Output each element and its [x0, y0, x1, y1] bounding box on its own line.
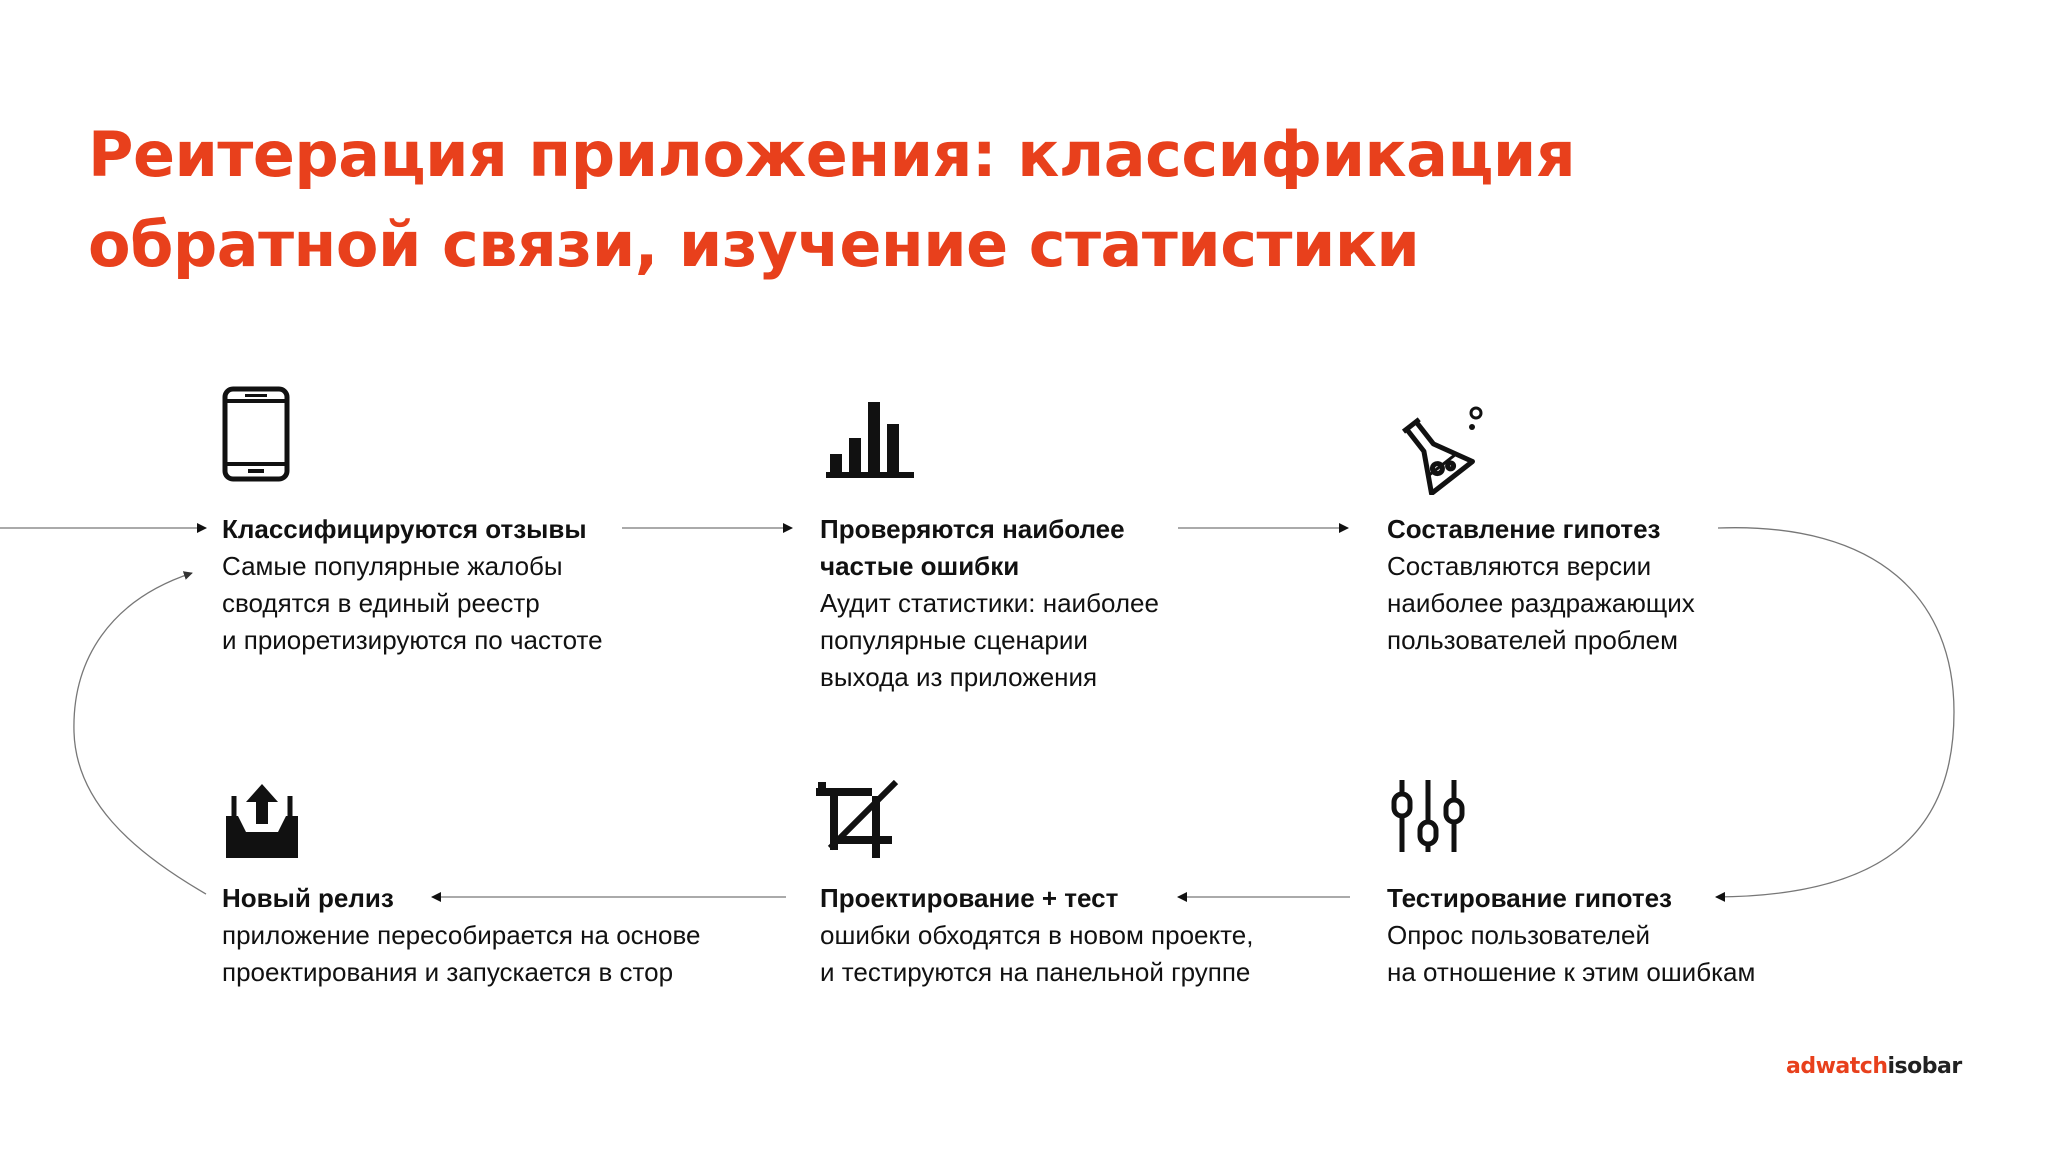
title-line-2: обратной связи, изучение статистики [88, 208, 1420, 281]
step-text-line: Составляются версии [1387, 551, 1652, 581]
logo-part-isobar: isobar [1887, 1054, 1962, 1079]
logo-part-adwatch: adwatch [1786, 1054, 1888, 1079]
step-text-line: на отношение к этим ошибкам [1387, 957, 1756, 987]
step-classify-feedback: Классифицируются отзывы Самые популярные… [222, 511, 603, 659]
step-text-line: пользователей проблем [1387, 625, 1679, 655]
step-heading: Проверяются наиболее [820, 514, 1125, 544]
step-text-line: Аудит статистики: наиболее [820, 588, 1159, 618]
step-text-line: сводятся в единый реестр [222, 588, 540, 618]
flask-icon [1401, 406, 1483, 495]
step-heading: Составление гипотез [1387, 514, 1661, 544]
smartphone-icon [222, 386, 290, 482]
crop-icon [816, 780, 899, 858]
step-hypotheses: Составление гипотез Составляются версии … [1387, 511, 1695, 659]
step-heading: Тестирование гипотез [1387, 883, 1672, 913]
step-heading: Новый релиз [222, 883, 394, 913]
step-text-line: популярные сценарии [820, 625, 1088, 655]
step-text-line: Самые популярные жалобы [222, 551, 563, 581]
upload-tray-icon [226, 784, 298, 858]
step-text-line: и тестируются на панельной группе [820, 957, 1251, 987]
arrow-step6-to-step1 [73, 571, 207, 895]
step-new-release: Новый релиз приложение пересобирается на… [222, 880, 700, 991]
bar-chart-icon [826, 402, 914, 478]
step-check-errors: Проверяются наиболее частые ошибки Аудит… [820, 511, 1159, 696]
step-heading: Проектирование + тест [820, 883, 1119, 913]
title-line-1: Реитерация приложения: классификация [88, 118, 1576, 191]
arrow-step3-to-step4 [1715, 527, 1955, 902]
step-heading: Классифицируются отзывы [222, 514, 587, 544]
step-test-hypotheses: Тестирование гипотез Опрос пользователей… [1387, 880, 1755, 991]
brand-logo: adwatchisobar [1786, 1054, 1962, 1079]
page-title: Реитерация приложения: классификация обр… [88, 110, 1788, 290]
step-heading-line-2: частые ошибки [820, 551, 1020, 581]
sliders-icon [1391, 780, 1465, 852]
step-text-line: наиболее раздражающих [1387, 588, 1695, 618]
step-text-line: ошибки обходятся в новом проекте, [820, 920, 1254, 950]
step-text-line: приложение пересобирается на основе [222, 920, 701, 950]
step-text-line: выхода из приложения [820, 662, 1098, 692]
step-design-test: Проектирование + тест ошибки обходятся в… [820, 880, 1253, 991]
step-text-line: Опрос пользователей [1387, 920, 1650, 950]
step-text-line: и приоретизируются по частоте [222, 625, 603, 655]
step-text-line: проектирования и запускается в стор [222, 957, 674, 987]
